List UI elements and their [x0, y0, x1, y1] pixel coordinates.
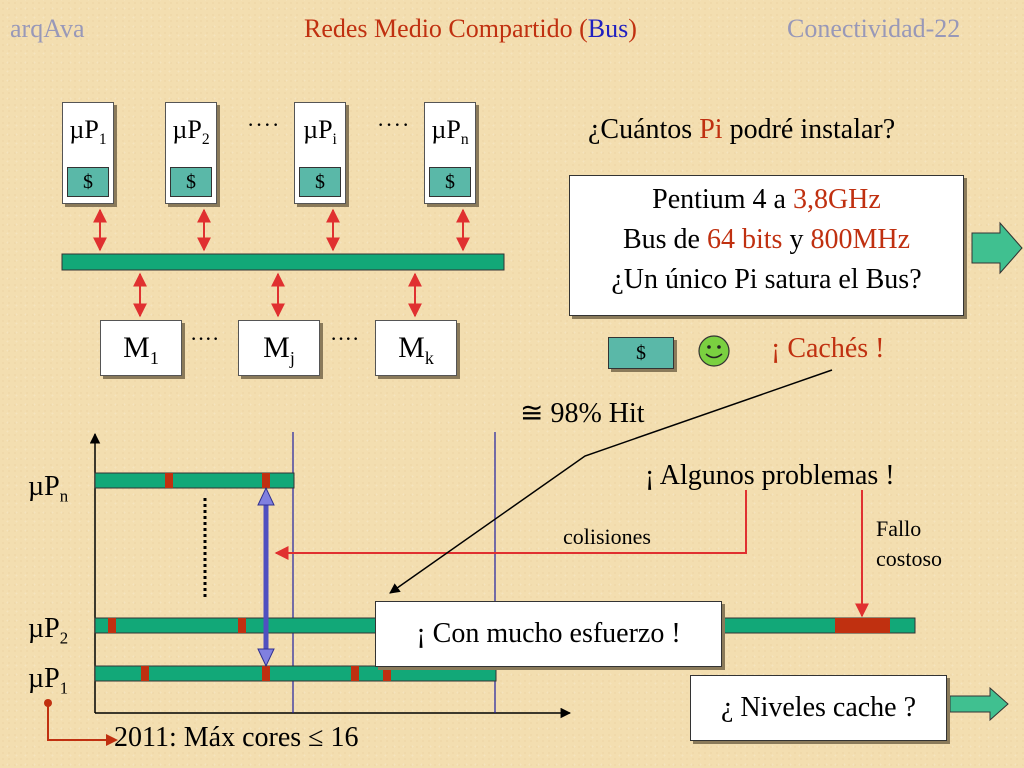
- hit-rate-text: ≅ 98% Hit: [520, 398, 645, 429]
- memory-k: Mk: [375, 320, 457, 376]
- header-slide-number: Conectividad-22: [787, 14, 961, 43]
- next-arrow: [971, 221, 1023, 275]
- shared-bus: [61, 253, 505, 271]
- processor-i: µPi $: [294, 102, 346, 204]
- next-arrow: [949, 686, 1009, 722]
- cache-2: $: [170, 167, 212, 197]
- cache-1: $: [67, 167, 109, 197]
- timeline-label-p2: µP2: [28, 613, 69, 648]
- effort-box: ¡ Con mucho esfuerzo !: [375, 601, 722, 667]
- ellipsis: ····: [330, 326, 360, 351]
- processor-1: µP1 $: [62, 102, 114, 204]
- timeline-label-p1: µP1: [28, 663, 69, 698]
- spec-box: Pentium 4 a 3,8GHz Bus de 64 bits y 800M…: [569, 175, 964, 316]
- problems-text: ¡ Algunos problemas !: [645, 460, 895, 491]
- question-text: ¿Cuántos Pi podré instalar?: [588, 114, 896, 145]
- ellipsis: ····: [247, 112, 281, 137]
- slide-title: Redes Medio Compartido (Bus): [304, 14, 637, 43]
- ellipsis: ····: [190, 326, 220, 351]
- header-course: arqAva: [10, 14, 85, 43]
- memory-j: Mj: [238, 320, 320, 376]
- processor-2: µP2 $: [165, 102, 217, 204]
- cache-n: $: [429, 167, 471, 197]
- memory-1: M1: [100, 320, 182, 376]
- timeline-bar-pn: [94, 472, 295, 489]
- cache-symbol: $: [608, 337, 674, 369]
- smiley-icon: [698, 335, 730, 367]
- max-cores-text: 2011: Máx cores ≤ 16: [114, 722, 359, 753]
- cache-levels-box: ¿ Niveles cache ?: [690, 675, 947, 741]
- timeline-bar-p1: [94, 665, 497, 682]
- ellipsis: ····: [377, 112, 411, 137]
- cache-i: $: [299, 167, 341, 197]
- collisions-text: colisiones: [563, 524, 651, 549]
- processor-n: µPn $: [424, 102, 476, 204]
- timeline-label-pn: µPn: [28, 471, 69, 506]
- caches-text: ¡ Cachés !: [771, 333, 885, 364]
